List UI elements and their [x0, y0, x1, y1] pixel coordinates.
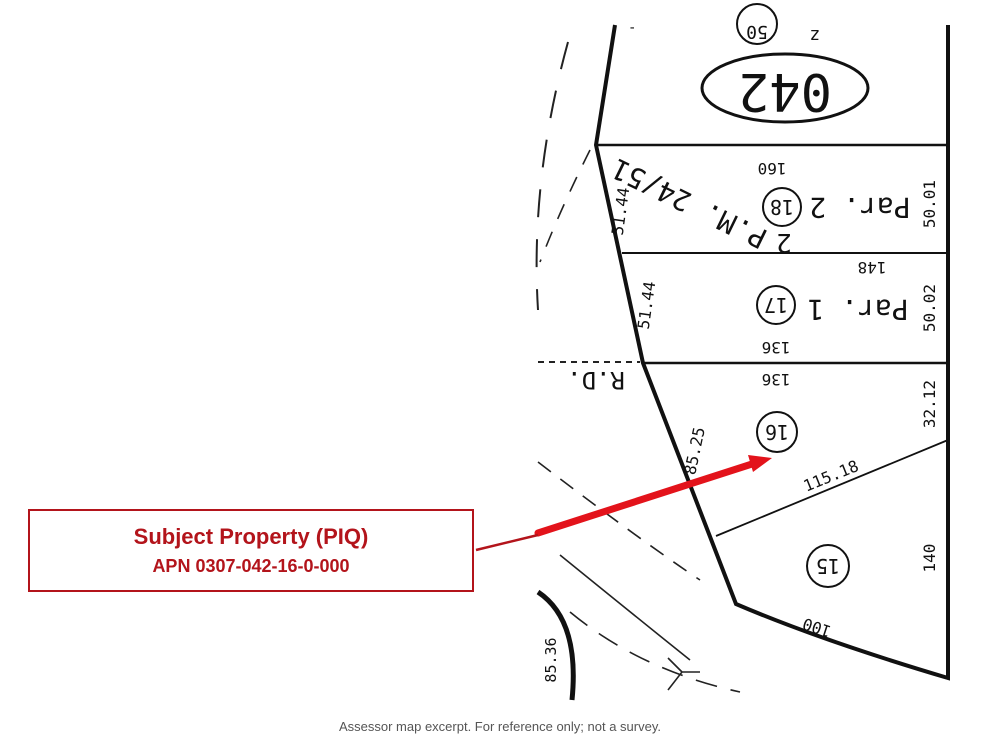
- dim-160: 160: [758, 159, 787, 178]
- road-dashed-arc-lower: [537, 461, 701, 581]
- book-number: 042: [738, 61, 832, 121]
- callout-title: Subject Property (PIQ): [133, 524, 369, 549]
- dim-50-02: 50.02: [920, 284, 939, 332]
- road-dashed-arc-outer: [535, 41, 569, 311]
- lot-line-115: [715, 439, 949, 537]
- road-y-mark: [667, 657, 700, 691]
- parcel-number-15: 15: [816, 554, 840, 578]
- cul-de-sac-arc: [536, 589, 576, 701]
- dim-115-18: 115.18: [801, 456, 862, 495]
- parcel-number-17: 17: [764, 293, 788, 317]
- parcel-1-label: Par. 1: [807, 293, 908, 326]
- dim-50-01: 50.01: [920, 180, 939, 228]
- parcel-circle-18: [762, 187, 802, 227]
- subject-property-callout: Subject Property (PIQ) APN 0307-042-16-0…: [28, 509, 474, 592]
- dim-148: 148: [858, 258, 887, 277]
- parcel-circle-50: [736, 3, 778, 45]
- parcel-2-label: Par. 2: [809, 191, 910, 224]
- road-arc-lower-2: [559, 554, 691, 661]
- dim-85-36: 85.36: [542, 637, 560, 682]
- pointer-arrow-head: [748, 455, 772, 472]
- top-mark: z: [810, 25, 821, 46]
- road-dashed-arc-inner: [539, 149, 591, 263]
- dim-32-12: 32.12: [920, 380, 939, 428]
- parcel-circle-15: [806, 544, 850, 588]
- parcel-circle-17: [756, 285, 796, 325]
- dim-140: 140: [920, 544, 939, 573]
- parcel-map-ref-number: 2: [776, 227, 792, 257]
- dim-51-44-lower: 51.44: [634, 280, 660, 330]
- parcel-circle-16: [756, 411, 798, 453]
- road-dashed-arc-bottom: [569, 611, 741, 693]
- parcel-number-18: 18: [770, 195, 794, 219]
- callout-apn: APN 0307-042-16-0-000: [152, 556, 350, 576]
- dim-100: 100: [800, 614, 833, 641]
- callout-leader-line: [475, 533, 539, 552]
- road-label: R.D.: [567, 366, 625, 394]
- pointer-arrow-line: [534, 460, 756, 537]
- dim-85-25: 85.25: [680, 425, 709, 476]
- top-tick-mark: -: [628, 20, 636, 36]
- book-number-oval: [700, 52, 870, 124]
- dim-51-44-upper: 51.44: [608, 186, 634, 236]
- dim-136-upper: 136: [762, 338, 791, 357]
- dim-136-lower: 136: [762, 370, 791, 389]
- parcel-number-16: 16: [765, 420, 789, 444]
- parcel-boundary-main: [593, 24, 950, 681]
- parcel-number-50: 50: [746, 21, 768, 42]
- footer-disclaimer: Assessor map excerpt. For reference only…: [338, 719, 661, 734]
